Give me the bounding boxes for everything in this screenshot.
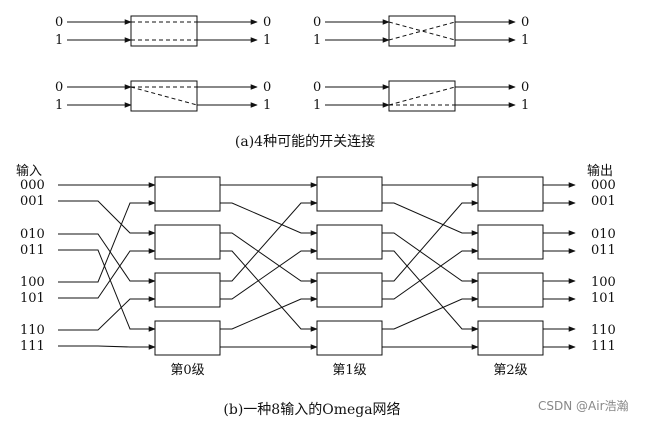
shuffle-wire-stage0 — [220, 202, 318, 236]
stage1-switch-0 — [316, 176, 383, 212]
shuffle-wire-stage0 — [220, 296, 318, 330]
stage1-switch-3 — [316, 320, 383, 356]
switch-connection-dashed — [388, 21, 456, 41]
switch-output-label: 1 — [263, 33, 271, 48]
shuffle-wire-stage1 — [382, 200, 479, 282]
omega-network-panel: 0000010100111001011101110000010100111001… — [20, 176, 616, 378]
switch-output-label: 1 — [521, 33, 529, 48]
stage0-switch-1 — [154, 224, 221, 260]
input-port-label: 001 — [20, 194, 45, 209]
output-port-label: 101 — [591, 291, 616, 306]
switch-output-label: 0 — [521, 15, 529, 30]
part-a-caption: (a)4种可能的开关连接 — [235, 133, 375, 150]
switch-input-label: 0 — [55, 80, 63, 95]
input-port-label: 000 — [20, 178, 45, 193]
stage1-switch-1 — [316, 224, 383, 260]
shuffle-wire-stage0 — [220, 232, 318, 284]
shuffle-wire-stage1 — [382, 296, 479, 330]
output-port-label: 010 — [591, 227, 616, 242]
stage0-switch-3 — [154, 320, 221, 356]
switch-box-upper-broadcast — [130, 80, 198, 112]
switch-states-panel: 0 0 1 1 0 0 1 1 0 0 1 1 0 0 1 1 — [55, 15, 529, 113]
input-port-label: 100 — [20, 275, 45, 290]
shuffle-wire-stage1 — [382, 202, 479, 236]
input-port-label: 111 — [20, 339, 45, 354]
switch-output-label: 1 — [521, 98, 529, 113]
watermark: CSDN @Air浩瀚 — [538, 398, 629, 413]
stage0-switch-0 — [154, 176, 221, 212]
shuffle-wire-input — [58, 296, 156, 331]
stage2-switch-2 — [477, 272, 544, 308]
switch-input-label: 1 — [313, 33, 321, 48]
shuffle-wire-stage1 — [382, 248, 479, 300]
shuffle-wire-input — [58, 233, 156, 284]
input-port-label: 101 — [20, 291, 45, 306]
input-port-label: 110 — [20, 323, 45, 338]
shuffle-wire-stage0 — [220, 250, 318, 332]
stage-label: 第2级 — [493, 363, 527, 378]
switch-input-label: 1 — [313, 98, 321, 113]
shuffle-wire-input — [58, 200, 156, 283]
shuffle-wire-stage1 — [382, 232, 479, 284]
stage-label: 第1级 — [332, 363, 366, 378]
shuffle-wire-input — [58, 248, 156, 299]
stage0-switch-2 — [154, 272, 221, 308]
output-port-label: 111 — [591, 339, 616, 354]
stage1-switch-2 — [316, 272, 383, 308]
switch-input-label: 0 — [313, 80, 321, 95]
output-title: 输出 — [587, 163, 613, 179]
switch-input-label: 0 — [313, 15, 321, 30]
input-port-label: 011 — [20, 243, 45, 258]
stage2-switch-3 — [477, 320, 544, 356]
switch-output-label: 1 — [263, 98, 271, 113]
shuffle-wire-stage0 — [220, 200, 318, 282]
switch-output-label: 0 — [521, 80, 529, 95]
shuffle-wire-input — [58, 249, 156, 332]
switch-connection-dashed — [388, 86, 456, 106]
output-port-label: 110 — [591, 323, 616, 338]
stage2-switch-0 — [477, 176, 544, 212]
switch-input-label: 1 — [55, 33, 63, 48]
output-port-label: 011 — [591, 243, 616, 258]
switch-input-label: 1 — [55, 98, 63, 113]
shuffle-wire-stage0 — [220, 248, 318, 300]
part-b-caption: (b)一种8输入的Omega网络 — [223, 402, 400, 418]
stage2-switch-1 — [477, 224, 544, 260]
shuffle-wire-stage1 — [382, 250, 479, 332]
switch-box-straight — [130, 15, 198, 47]
switch-input-label: 0 — [55, 15, 63, 30]
switch-connection-dashed — [130, 86, 198, 106]
switch-box-exchange — [388, 15, 456, 47]
shuffle-wire-input — [58, 200, 156, 236]
shuffle-wire-input — [58, 344, 156, 350]
input-port-label: 010 — [20, 227, 45, 242]
stage-label: 第0级 — [170, 363, 204, 378]
switch-output-label: 0 — [263, 15, 271, 30]
switch-box-lower-broadcast — [388, 80, 456, 112]
output-port-label: 001 — [591, 194, 616, 209]
switch-connection-dashed — [388, 21, 456, 41]
output-port-label: 000 — [591, 178, 616, 193]
switch-output-label: 0 — [263, 80, 271, 95]
input-title: 输入 — [16, 163, 42, 179]
output-port-label: 100 — [591, 275, 616, 290]
